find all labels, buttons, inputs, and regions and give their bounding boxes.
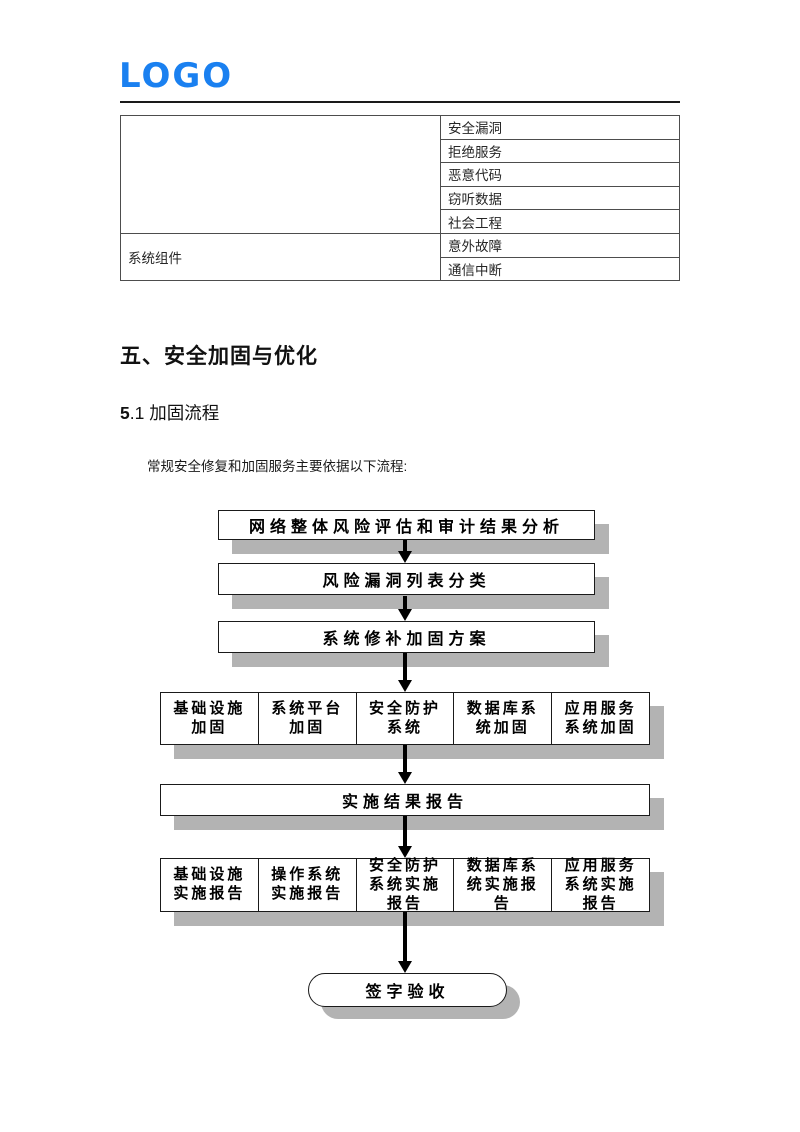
flow-cell-infrastructure-hardening: 基础设施 加固	[173, 700, 246, 736]
table-row: 系统组件 意外故障	[120, 232, 680, 282]
flow-step-hardening-plan: 系统修补加固方案	[218, 621, 595, 653]
down-arrow-icon	[403, 912, 407, 961]
table-cell: 安全漏洞	[440, 115, 680, 140]
subsection-title: .1 加固流程	[129, 403, 220, 423]
table-cell: 拒绝服务	[440, 138, 680, 164]
table-row: 通信中断	[121, 256, 680, 282]
threat-table: 安全漏洞 拒绝服务 恶意代码 窃听数据 社会工程 系统组件 意外故障 通信中断	[120, 115, 680, 282]
down-arrow-icon	[403, 745, 407, 772]
table-row: 恶意代码	[121, 162, 680, 187]
header-divider	[120, 101, 680, 103]
subsection-heading: 5.1 加固流程	[120, 400, 219, 425]
down-arrow-icon	[403, 540, 407, 551]
intro-text: 常规安全修复和加固服务主要依据以下流程:	[147, 459, 408, 474]
flow-cell-application-report: 应用服务 系统实施 报告	[551, 858, 649, 912]
table-cell: 社会工程	[440, 209, 680, 234]
flow-terminator-sign-off: 签字验收	[308, 973, 507, 1007]
table-cell: 恶意代码	[440, 162, 680, 187]
flow-step-risk-assessment: 网络整体风险评估和审计结果分析	[218, 510, 595, 540]
table-row: 拒绝服务	[121, 138, 680, 164]
table-cell-group2-label: 系统组件	[120, 232, 441, 282]
flow-cell-database-report: 数据库系 统实施报 告	[453, 858, 551, 912]
flow-row-hardening-tasks: 基础设施 加固 系统平台 加固 安全防护 系统 数据库系 统加固 应用服务 系统…	[160, 692, 650, 745]
table-row: 社会工程	[121, 209, 680, 234]
flow-cell-os-report: 操作系统 实施报告	[257, 859, 356, 911]
flow-cell-application-hardening: 应用服务 系统加固	[551, 693, 649, 744]
logo: LOGO	[119, 56, 234, 96]
flow-cell-security-protection-system: 安全防护 系统	[355, 693, 454, 744]
flow-cell-security-system-report: 安全防护 系统实施 报告	[355, 858, 454, 912]
table-row: 安全漏洞	[120, 115, 680, 234]
table-cell: 意外故障	[440, 232, 680, 258]
flow-step-implementation-report: 实施结果报告	[160, 784, 650, 816]
down-arrow-icon	[403, 653, 407, 680]
down-arrow-icon	[403, 596, 407, 609]
flow-cell-infrastructure-report: 基础设施 实施报告	[173, 867, 246, 902]
down-arrow-icon	[403, 816, 407, 846]
table-cell: 窃听数据	[440, 185, 680, 211]
section-heading: 五、安全加固与优化	[120, 345, 318, 368]
flow-cell-platform-hardening: 系统平台 加固	[257, 693, 356, 744]
table-cell-group1-label	[120, 115, 441, 234]
flow-row-implementation-reports: 基础设施 实施报告 操作系统 实施报告 安全防护 系统实施 报告 数据库系 统实…	[160, 858, 650, 912]
table-cell: 通信中断	[440, 256, 680, 282]
flow-step-vulnerability-list: 风险漏洞列表分类	[218, 563, 595, 595]
flow-cell-database-hardening: 数据库系 统加固	[453, 693, 551, 744]
subsection-number: 5	[120, 403, 130, 423]
